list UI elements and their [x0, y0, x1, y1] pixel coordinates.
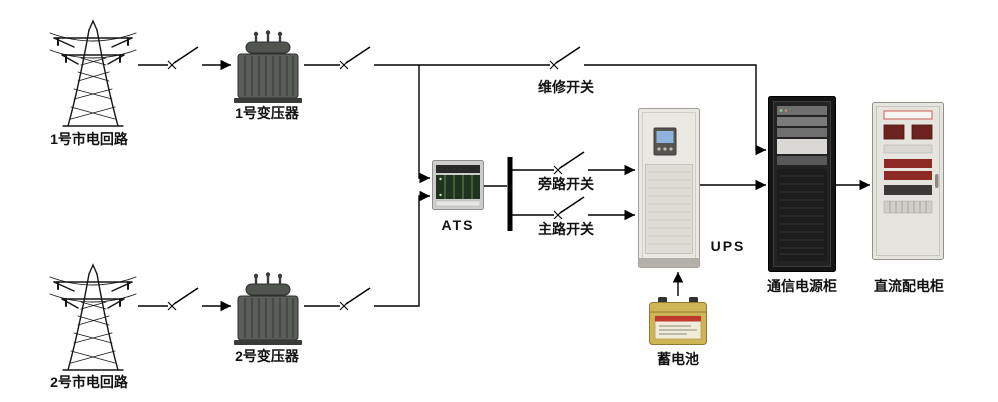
- label-transformer-2: 2号变压器: [235, 348, 299, 364]
- label-dc-distribution-cabinet: 直流配电柜: [874, 278, 944, 294]
- ats-device-icon: [431, 159, 485, 211]
- label-comm-power-cabinet: 通信电源柜: [767, 278, 837, 294]
- comm-power-cabinet-icon: [767, 95, 837, 273]
- bypass-switch-symbol: [553, 151, 585, 175]
- disconnect-switch-tower2: [167, 287, 199, 311]
- main-switch-symbol: [553, 196, 585, 220]
- switch-blade-icon: [559, 196, 585, 214]
- switch-blade-icon: [173, 46, 199, 64]
- label-bypass-switch: 旁路开关: [538, 176, 594, 192]
- maintenance-switch-symbol: [549, 46, 581, 70]
- transformer-1-icon: [232, 29, 304, 105]
- switch-symbols: [167, 46, 585, 311]
- transmission-tower-1-icon: [49, 20, 137, 127]
- wire-maintenance-bypass-to-comm-cabinet: [584, 64, 766, 156]
- wire-feed2-to-ats: [374, 190, 430, 307]
- label-main-switch: 主路开关: [538, 221, 594, 237]
- label-ats: ATS: [441, 217, 475, 233]
- label-transformer-1: 1号变压器: [235, 105, 299, 121]
- switch-blade-icon: [173, 287, 199, 305]
- switch-blade-icon: [559, 151, 585, 169]
- switch-blade-icon: [555, 46, 581, 64]
- switch-blade-icon: [345, 46, 371, 64]
- wires: [138, 59, 870, 312]
- label-battery: 蓄电池: [657, 351, 699, 367]
- label-mains-circuit-2: 2号市电回路: [50, 374, 128, 390]
- label-maintenance-switch: 维修开关: [538, 79, 594, 95]
- disconnect-switch-transformer2: [339, 287, 371, 311]
- ups-cabinet-icon: [638, 108, 700, 268]
- disconnect-switch-tower1: [167, 46, 199, 70]
- battery-icon: [648, 296, 708, 346]
- label-ups: UPS: [710, 238, 746, 254]
- disconnect-switch-transformer1: [339, 46, 371, 70]
- switch-blade-icon: [345, 287, 371, 305]
- transformer-2-icon: [232, 271, 304, 347]
- dc-distribution-cabinet-icon: [872, 102, 944, 260]
- transmission-tower-2-icon: [49, 264, 137, 371]
- wire-feed1-to-ats: [418, 65, 430, 184]
- label-mains-circuit-1: 1号市电回路: [50, 131, 128, 147]
